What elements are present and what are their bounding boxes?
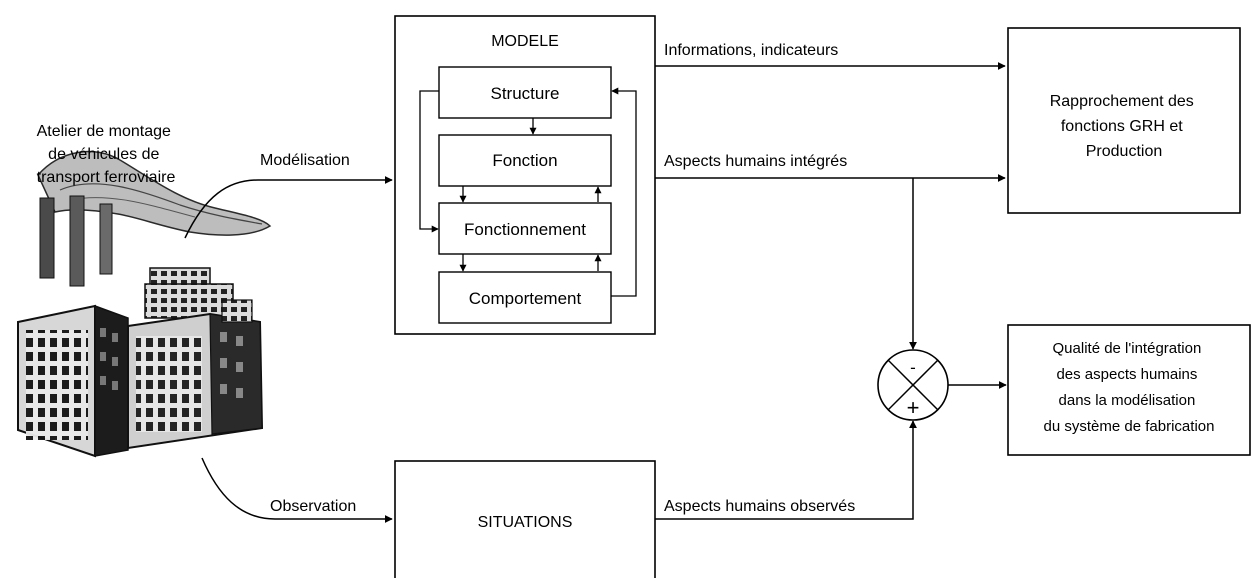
chimney bbox=[69, 195, 85, 287]
aspects-integres-label: Aspects humains intégrés bbox=[664, 153, 847, 170]
observes-to-comparator bbox=[655, 420, 917, 520]
chimney bbox=[99, 203, 113, 275]
situations-title: SITUATIONS bbox=[478, 514, 573, 531]
layer-comportement-label: Comportement bbox=[469, 289, 582, 308]
qualite-box bbox=[1007, 324, 1251, 456]
modelisation-label: Modélisation bbox=[260, 152, 350, 169]
layer-comportement bbox=[438, 271, 612, 324]
model-internal-arrows bbox=[419, 87, 637, 297]
layer-fonction bbox=[438, 134, 612, 187]
rapprochement-text: Rapprochement des fonctions GRH et Produ… bbox=[1050, 93, 1199, 160]
rapprochement-box bbox=[1007, 27, 1241, 214]
comparator-symbol bbox=[877, 349, 949, 421]
situations-box bbox=[394, 460, 656, 583]
observation-curve bbox=[201, 457, 393, 523]
layer-fonction-label: Fonction bbox=[492, 151, 557, 170]
chimney bbox=[39, 197, 55, 279]
comparator-plus: + bbox=[907, 395, 920, 420]
qualite-text: Qualité de l'intégration des aspects hum… bbox=[1044, 340, 1215, 435]
comparator-minus: - bbox=[910, 358, 916, 377]
modelisation-curve bbox=[184, 176, 393, 239]
layer-fonctionnement bbox=[438, 202, 612, 255]
factory-illustration bbox=[17, 150, 272, 458]
layer-fonctionnement-label: Fonctionnement bbox=[464, 220, 586, 239]
aspects-observes-label: Aspects humains observés bbox=[664, 498, 855, 515]
layer-structure bbox=[438, 66, 612, 119]
factory-caption: Atelier de montage de véhicules de trans… bbox=[37, 123, 176, 186]
layer-structure-label: Structure bbox=[491, 84, 560, 103]
model-title: MODELE bbox=[491, 33, 559, 50]
observation-label: Observation bbox=[270, 498, 356, 515]
informations-label: Informations, indicateurs bbox=[664, 42, 838, 59]
